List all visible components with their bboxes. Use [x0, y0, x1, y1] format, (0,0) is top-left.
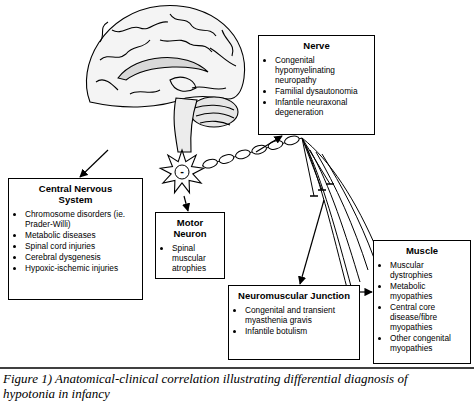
- arrow-to-motor-neuron: [184, 196, 188, 211]
- nucleus-sign: -: [176, 165, 188, 177]
- category-box: Central Nervous SystemChromosome disorde…: [8, 178, 143, 300]
- box-heading: Central Nervous System: [28, 183, 124, 205]
- myelin-segment: [235, 148, 252, 160]
- end-plates: [310, 184, 334, 196]
- bullet-item: Spinal cord injuries: [25, 241, 137, 251]
- bullet-item: Metabolic diseases: [25, 230, 137, 240]
- category-box: Motor NeuronSpinal muscular atrophies: [155, 212, 225, 279]
- bullet-item: Infantile neuraxonal degeneration: [275, 97, 369, 117]
- cerebellum: [190, 97, 238, 127]
- bullet-list: Congenital and transient myasthenia grav…: [234, 305, 354, 336]
- arrow-to-nerve: [256, 136, 282, 152]
- bullet-item: Chromosome disorders (ie. Prader-Willi): [25, 209, 137, 229]
- muscle-outline: [302, 138, 378, 292]
- myelin-segment: [267, 139, 284, 151]
- myelin-segment: [284, 134, 301, 146]
- bullet-item: Central core disease/fibre myopathies: [390, 302, 465, 332]
- bullet-item: Congenital and transient myasthenia grav…: [245, 305, 354, 325]
- bullet-item: Spinal muscular atrophies: [172, 243, 219, 273]
- category-box: NerveCongenital hypomyelinating neuropat…: [258, 35, 375, 135]
- neuron-nucleus: [175, 165, 189, 179]
- box-heading: Neuromuscular Junction: [234, 290, 354, 301]
- bullet-item: Infantile botulism: [245, 326, 354, 336]
- muscle-drawing: [302, 138, 378, 292]
- bullet-item: Congenital hypomyelinating neuropathy: [275, 55, 369, 85]
- cerebrum-outline: [86, 6, 244, 107]
- bullet-item: Cerebral dysgenesis: [25, 252, 137, 262]
- arrow-to-nmj: [300, 200, 324, 284]
- bullet-list: Chromosome disorders (ie. Prader-Willi)M…: [14, 209, 137, 273]
- arrow-to-cns: [80, 150, 108, 177]
- cerebellum-folds: [194, 105, 234, 125]
- bullet-item: Other congenital myopathies: [390, 333, 465, 353]
- myelin-segment: [202, 158, 219, 170]
- category-box: Neuromuscular JunctionCongenital and tra…: [228, 285, 360, 360]
- muscle-fibres: [306, 146, 374, 290]
- caption-rule: [0, 367, 474, 369]
- corpus-callosum: [118, 58, 208, 80]
- box-heading: Nerve: [267, 40, 367, 51]
- thalamus: [170, 77, 196, 91]
- bullet-list: Muscular dystrophiesMetabolic myopathies…: [379, 260, 465, 353]
- bullet-item: Muscular dystrophies: [390, 260, 465, 280]
- figure-caption: Figure 1) Anatomical-clinical correlatio…: [3, 371, 443, 401]
- nerve-branches: [302, 138, 330, 196]
- bullet-list: Congenital hypomyelinating neuropathyFam…: [264, 55, 369, 117]
- myelin-segment: [218, 153, 235, 165]
- bullet-list: Spinal muscular atrophies: [161, 243, 219, 273]
- brain-drawing: [86, 6, 244, 152]
- category-box: MuscleMuscular dystrophiesMetabolic myop…: [373, 240, 471, 364]
- box-heading: Motor Neuron: [167, 217, 213, 239]
- gyri: [96, 14, 236, 94]
- brainstem: [174, 98, 197, 152]
- bullet-item: Familial dysautonomia: [275, 86, 369, 96]
- bullet-item: Metabolic myopathies: [390, 281, 465, 301]
- axon-myelin: [202, 134, 302, 169]
- bullet-item: Hypoxic-ischemic injuries: [25, 263, 137, 273]
- motor-neuron-drawing: [160, 134, 302, 192]
- box-heading: Muscle: [382, 245, 462, 256]
- neuron-body: [160, 150, 203, 193]
